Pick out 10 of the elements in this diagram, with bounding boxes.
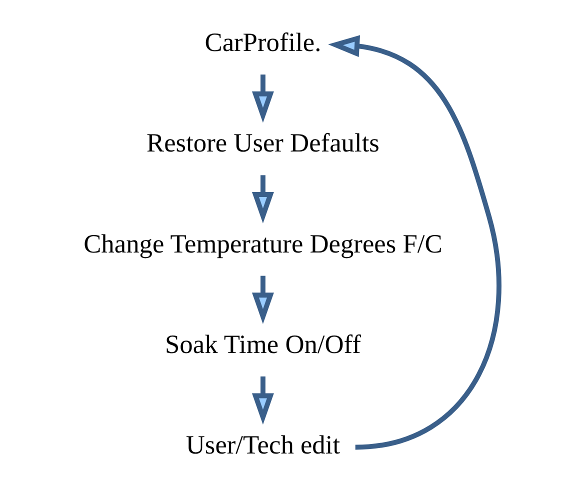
arrow — [252, 175, 274, 224]
arrow — [252, 276, 274, 324]
node-text: CarProfile. — [204, 27, 322, 58]
arrow — [252, 376, 274, 425]
node-text: User/Tech edit — [186, 430, 340, 460]
node-text: Soak Time On/Off — [165, 328, 361, 359]
node-text: Restore User Defaults — [146, 128, 380, 158]
arrow — [328, 35, 502, 450]
arrow — [252, 74, 274, 123]
node-text: Change Temperature Degrees F/C — [84, 228, 442, 258]
